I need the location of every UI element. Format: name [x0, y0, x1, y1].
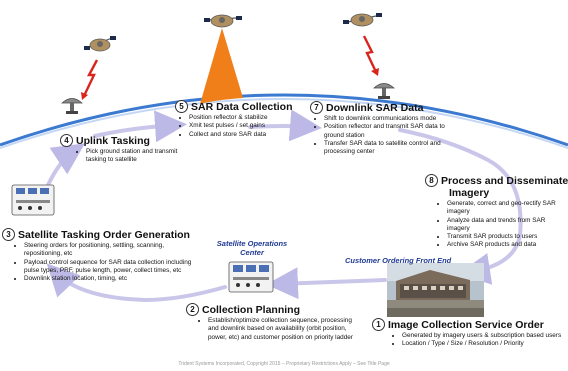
bullet: Transmit SAR products to users: [447, 233, 568, 241]
satellite-icon-right: [343, 13, 382, 27]
step-title: SAR Data Collection: [191, 100, 293, 113]
step-title-line2: Imagery: [449, 187, 490, 199]
customer-front-end-label: Customer Ordering Front End: [345, 256, 452, 265]
building-photo: [387, 263, 484, 317]
step-title: Uplink Tasking: [76, 134, 150, 147]
step-number: 3: [2, 228, 15, 241]
bullet: Location / Type / Size / Resolution / Pr…: [402, 340, 568, 348]
bullet: Establish/optimize collection sequence, …: [208, 317, 364, 342]
step-number: 8: [425, 174, 438, 187]
step-number: 1: [372, 318, 385, 331]
bullet: Position reflector and transmit SAR data…: [324, 123, 460, 140]
bullet: Analyze data and trends from SAR imagery: [447, 217, 568, 234]
step-title: Image Collection Service Order: [388, 318, 544, 331]
bullet: Payload control sequence for SAR data co…: [24, 259, 197, 276]
step-title: Downlink SAR Data: [326, 101, 424, 114]
bullet: Xmit test pulses / set gains: [189, 122, 310, 130]
bullet: Position reflector & stabilize: [189, 114, 310, 122]
sar-beam: [200, 28, 243, 104]
step-number: 7: [310, 101, 323, 114]
step-number: 5: [175, 100, 188, 113]
bullet: Pick ground station and transmit tasking…: [86, 148, 178, 165]
step-title: Process and Disseminate SAR: [441, 174, 568, 187]
flow-arrows: [46, 109, 523, 303]
bullet: Archive SAR products and data: [447, 241, 568, 249]
ops-center-label-line2: Center: [240, 248, 264, 257]
uplink-bolt-icon: [82, 59, 99, 97]
operations-center-icon-left: [11, 184, 55, 216]
step-title: Satellite Tasking Order Generation: [18, 228, 190, 241]
earth-horizon-arc: [0, 93, 568, 147]
bullet: Shift to downlink communications mode: [324, 115, 460, 123]
operations-center-icon: [228, 261, 274, 293]
downlink-bolt-icon: [362, 35, 378, 73]
ground-antenna-icon-right: [373, 83, 395, 99]
ground-antenna-icon-left: [61, 98, 83, 114]
ops-center-label: Satellite Operations Center: [212, 239, 292, 257]
step-number: 4: [60, 134, 73, 147]
bullet: Collect and store SAR data: [189, 131, 310, 139]
bullet: Generate, correct and geo-rectify SAR im…: [447, 200, 568, 217]
satellite-icon-left: [84, 36, 116, 52]
ops-center-label-line1: Satellite Operations: [216, 239, 288, 248]
bullet: Downlink station location, timing, etc: [24, 275, 197, 283]
satellite-icon-center: [204, 14, 242, 28]
bullet: Generated by imagery users & subscriptio…: [402, 332, 568, 340]
bullet: Transfer SAR data to satellite control a…: [324, 140, 460, 157]
step-title: Collection Planning: [202, 303, 301, 316]
bullet: Steering orders for positioning, settlin…: [24, 242, 197, 259]
copyright-footer: Trident Systems Incorporated, Copyright …: [178, 361, 390, 367]
step-number: 2: [186, 303, 199, 316]
